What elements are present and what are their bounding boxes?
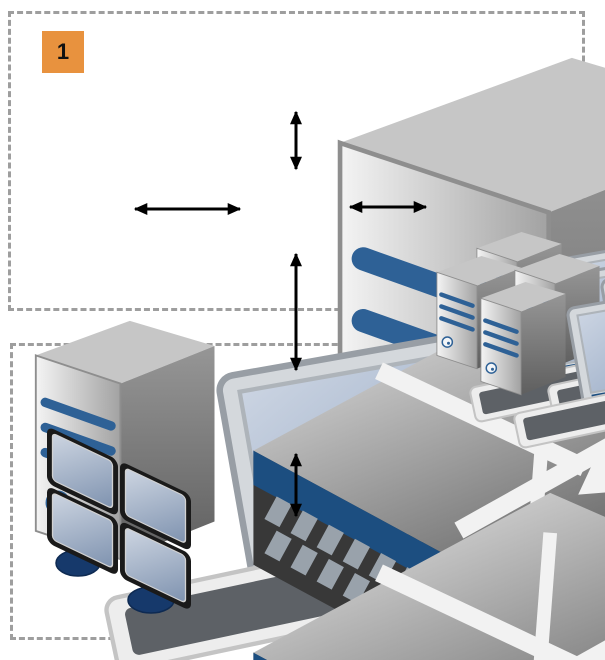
zone-1-badge: 1 [42, 31, 84, 73]
wall-monitor [120, 522, 191, 609]
zone-1-label: 1 [56, 39, 70, 64]
wall-monitor [120, 463, 191, 550]
video-wall-icon [47, 428, 191, 614]
wall-monitor [47, 488, 118, 574]
wall-monitor [47, 428, 118, 515]
